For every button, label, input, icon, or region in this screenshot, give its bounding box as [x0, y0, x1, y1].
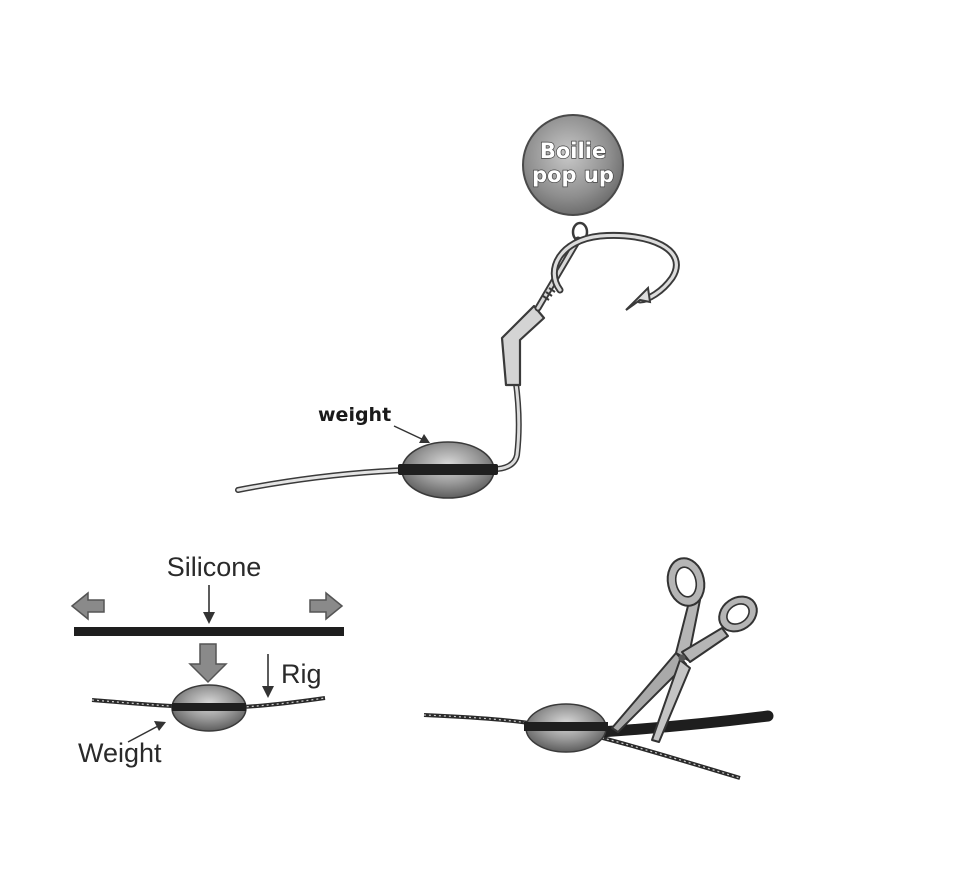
arrow-left-icon [70, 591, 105, 621]
weight-pointer-arrow [393, 425, 430, 443]
weight-sinker-small [171, 684, 247, 732]
boilie-label-line2: pop up [532, 163, 614, 187]
arrow-right-icon [309, 591, 344, 621]
line-aligner [500, 304, 546, 387]
silicone-diagram: Silicone Rig Weight [70, 552, 344, 768]
hook-icon [534, 221, 680, 312]
rig-pointer-arrow [262, 654, 274, 698]
boilie-label-line1: Boilie [540, 139, 606, 163]
weight-sinker-cut [524, 703, 608, 753]
cutting-diagram [423, 557, 774, 780]
boilie-ball: Boilie pop up [522, 114, 624, 216]
rig-label: Rig [281, 659, 322, 689]
main-line [235, 467, 408, 493]
main-line-highlight [236, 468, 407, 492]
arrow-down-icon [188, 643, 228, 684]
weight-label-top: weight [318, 404, 391, 426]
silicone-label: Silicone [167, 552, 262, 582]
weight-sinker [398, 441, 498, 499]
scissors-icon [611, 557, 758, 743]
weight-label-bottom: Weight [78, 738, 162, 768]
top-rig: Boilie pop up weight [235, 114, 680, 499]
weight-pointer-arrow-bottom [127, 721, 166, 743]
silicone-pointer-arrow [203, 585, 215, 624]
silicone-tube [74, 627, 344, 636]
